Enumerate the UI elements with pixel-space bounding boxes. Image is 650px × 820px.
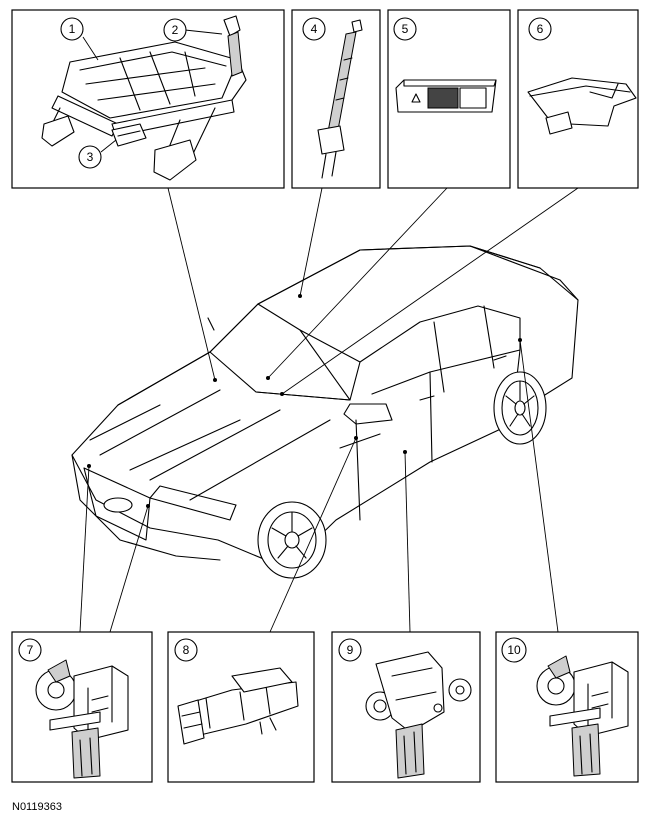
side-impact-sensor-illustration: [177, 667, 299, 745]
inset-box-8: 8: [167, 631, 315, 783]
svg-text:8: 8: [183, 643, 190, 657]
seat-position-sensor-illustration: [111, 123, 147, 147]
inset-box-1: 1 2 3: [11, 9, 285, 189]
inset-box-10: 10: [495, 631, 639, 783]
callout-4: 4: [302, 17, 326, 41]
svg-text:2: 2: [172, 23, 179, 37]
inset-box-4: 4: [291, 9, 381, 189]
restraints-control-module-illustration: [527, 77, 637, 135]
impact-sensor-illustration-10: [536, 655, 629, 777]
inset-box-5: 5: [387, 9, 511, 189]
drawing-id-label: N0119363: [12, 801, 62, 813]
seat-frame-illustration: [41, 41, 247, 181]
callout-6: 6: [528, 17, 552, 41]
svg-text:6: 6: [537, 22, 544, 36]
svg-text:7: 7: [27, 643, 34, 657]
side-impact-sensor-illustration-9: [365, 651, 472, 779]
front-wheel: [257, 501, 327, 579]
vehicle-illustration: [71, 245, 579, 579]
buckle-illustration: [223, 15, 243, 77]
seatbelt-retractor-illustration: [317, 19, 363, 179]
callout-7: 7: [18, 638, 42, 662]
inset-box-9: 9: [331, 631, 481, 783]
svg-text:5: 5: [402, 22, 409, 36]
svg-text:10: 10: [507, 643, 521, 657]
callout-5: 5: [393, 17, 417, 41]
inset-box-6: 6: [517, 9, 639, 189]
svg-text:4: 4: [311, 22, 318, 36]
callout-2: 2: [163, 18, 187, 42]
inset-box-7: 7: [11, 631, 153, 783]
callout-3: 3: [78, 145, 102, 169]
callout-1: 1: [60, 17, 84, 41]
leader-lines: [79, 187, 579, 633]
callout-9: 9: [338, 638, 362, 662]
svg-text:9: 9: [347, 643, 354, 657]
switch-panel-illustration: [395, 79, 497, 113]
callout-10: 10: [501, 637, 527, 663]
impact-sensor-illustration-7: [35, 659, 129, 779]
callout-8: 8: [174, 638, 198, 662]
svg-text:3: 3: [87, 150, 94, 164]
svg-text:1: 1: [69, 22, 76, 36]
rear-wheel: [493, 371, 547, 445]
